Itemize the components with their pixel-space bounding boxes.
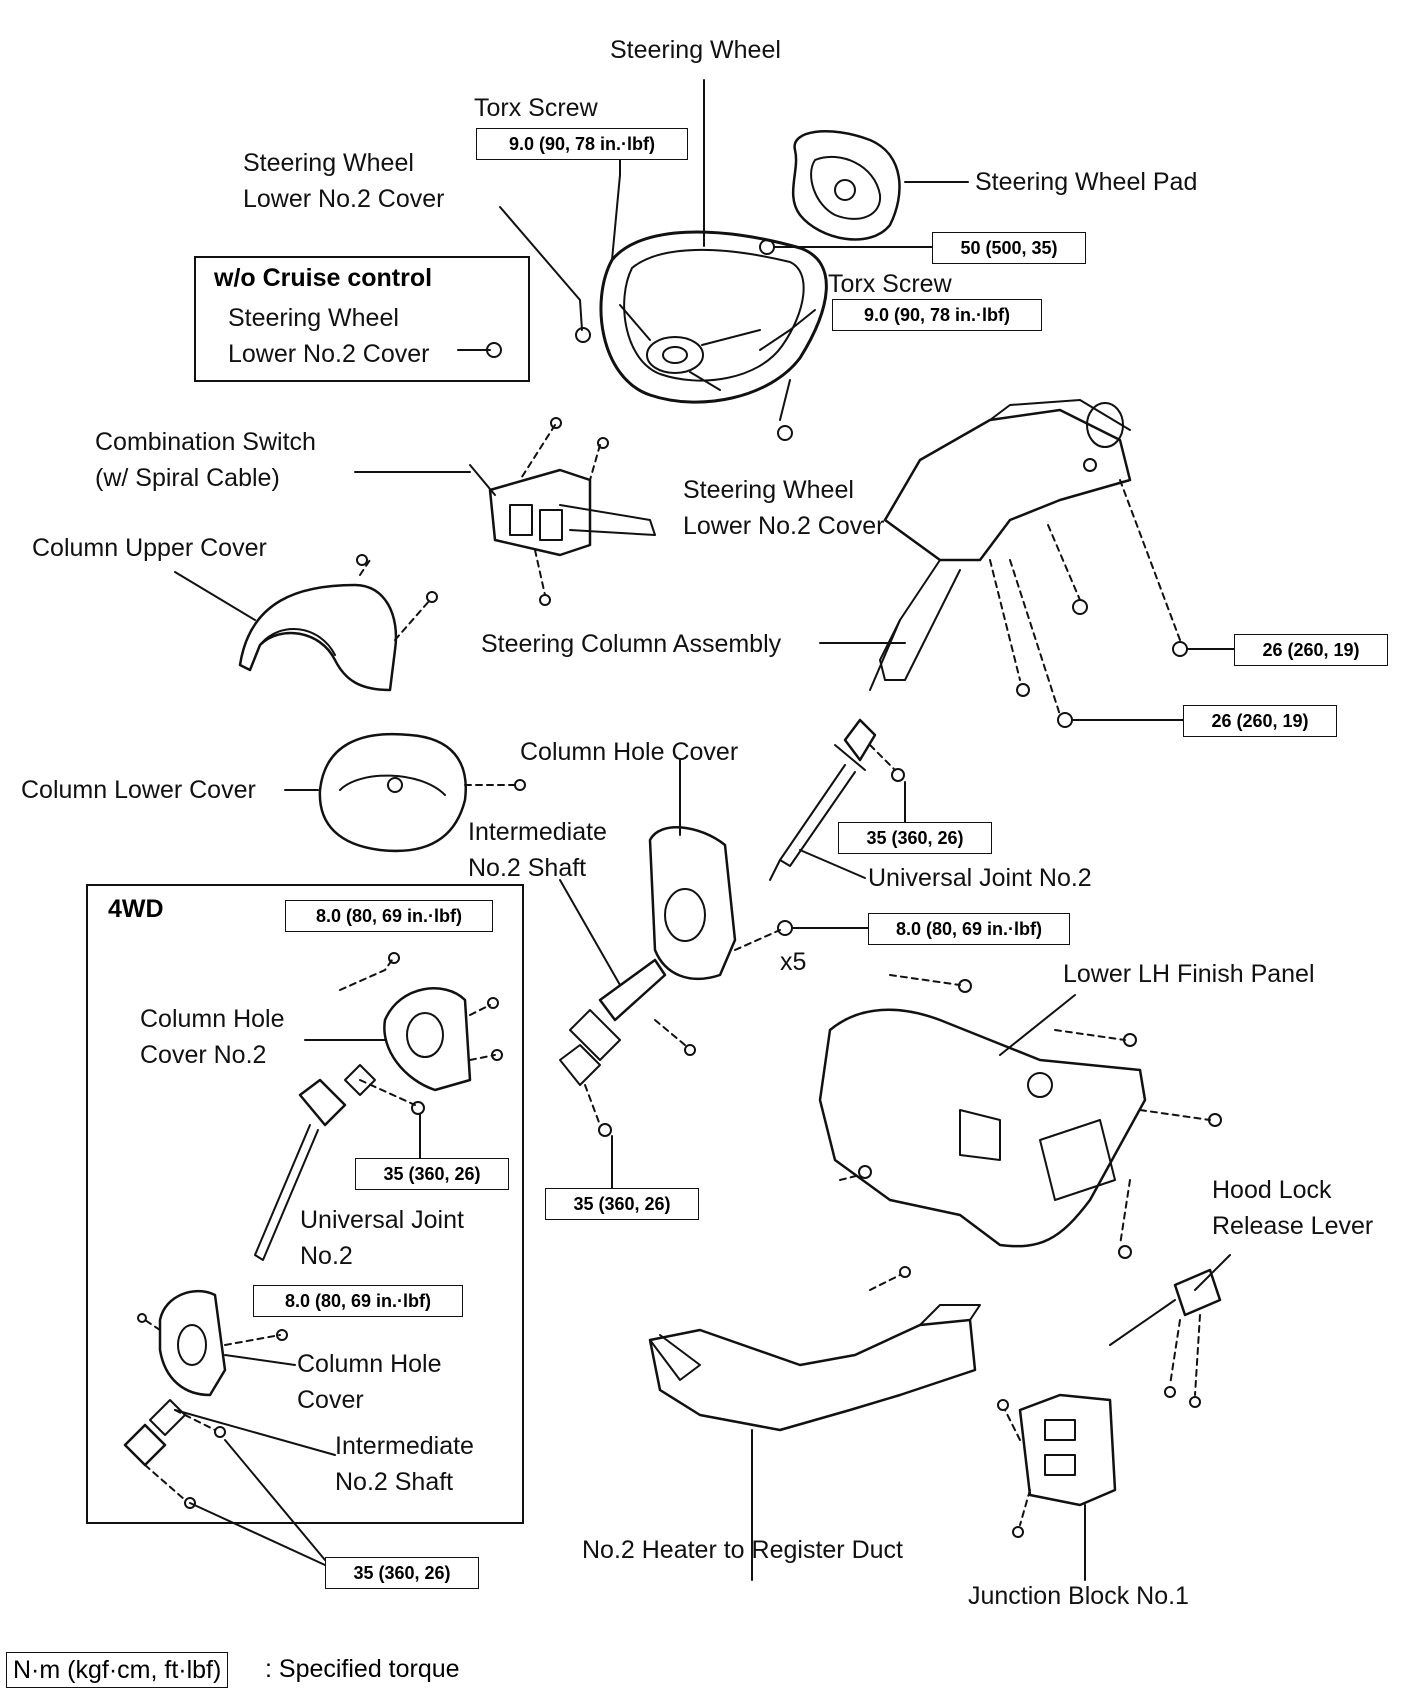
leader-hood-lock [1194, 1254, 1231, 1291]
cruise-inset-title: w/o Cruise control [214, 264, 433, 292]
torque-hole-cover-bolts: 8.0 (80, 69 in.·lbf) [868, 913, 1070, 945]
label-wd-universal-joint: Universal Joint No.2 [300, 1202, 464, 1275]
wd-column-hole-cover-no2-drawing [383, 987, 472, 1092]
label-swl-cover-right: Steering Wheel Lower No.2 Cover [683, 472, 884, 545]
label-wd-universal-joint-line1: Universal Joint [300, 1206, 464, 1234]
label-hood-lock: Hood Lock Release Lever [1212, 1172, 1373, 1245]
4wd-inset [86, 884, 524, 1524]
wd-universal-joint-drawing [254, 1064, 376, 1261]
label-wd-column-hole-cover-no2: Column Hole Cover No.2 [140, 1001, 285, 1074]
label-swl-cover-top-line1: Steering Wheel [243, 149, 414, 177]
label-wd-intermediate-shaft-line2: No.2 Shaft [335, 1468, 454, 1497]
label-wd-column-hole-cover-line1: Column Hole [297, 1350, 442, 1378]
label-wd-column-hole-cover: Column Hole Cover [297, 1346, 442, 1419]
cruise-inset-label-line1: Steering Wheel [228, 304, 399, 332]
torque-shaft-bolt: 35 (360, 26) [545, 1188, 699, 1220]
label-combination-switch-line1: Combination Switch [95, 428, 316, 456]
label-torx-screw-right: Torx Screw [828, 270, 952, 298]
leader-wd-intermediate-shaft [174, 1409, 336, 1456]
leader-column-upper-cover [174, 571, 256, 621]
label-torx-screw-top: Torx Screw [474, 94, 598, 122]
label-steering-column-assembly: Steering Column Assembly [481, 630, 782, 658]
heater-duct-drawing [648, 1304, 981, 1432]
label-intermediate-shaft-line2: No.2 Shaft [468, 854, 587, 883]
steering-column-assembly-drawing [869, 399, 1132, 691]
junction-block-drawing [1018, 1393, 1117, 1507]
leader-intermediate-shaft [559, 879, 621, 986]
combination-switch-drawing [469, 464, 656, 557]
label-swl-cover-right-line1: Steering Wheel [683, 476, 854, 504]
label-x5: x5 [780, 948, 807, 976]
label-steering-wheel: Steering Wheel [610, 36, 781, 64]
universal-joint-drawing [769, 718, 877, 881]
label-steering-wheel-pad: Steering Wheel Pad [975, 168, 1198, 196]
column-lower-cover-drawing [318, 732, 467, 853]
cruise-inset-label-line2: Lower No.2 Cover [228, 340, 430, 369]
label-wd-universal-joint-line2: No.2 [300, 1242, 353, 1271]
torque-column-nut: 26 (260, 19) [1234, 634, 1388, 666]
label-column-hole-cover: Column Hole Cover [520, 738, 739, 766]
cruise-control-inset [194, 256, 530, 382]
torque-wd-hole-cover-no2: 8.0 (80, 69 in.·lbf) [285, 900, 493, 932]
label-wd-intermediate-shaft: Intermediate No.2 Shaft [335, 1428, 474, 1501]
lower-lh-finish-panel-drawing [818, 1008, 1147, 1248]
pad-nut [759, 239, 775, 255]
torque-wd-shaft-bolts: 35 (360, 26) [325, 1557, 479, 1589]
column-upper-cover-drawing [238, 583, 398, 692]
torque-wd-uj-bolt: 35 (360, 26) [355, 1158, 509, 1190]
label-junction-block: Junction Block No.1 [968, 1582, 1189, 1610]
torque-column-bolt: 26 (260, 19) [1183, 705, 1337, 737]
torque-torx-top: 9.0 (90, 78 in.·lbf) [476, 128, 688, 160]
label-swl-cover-right-line2: Lower No.2 Cover [683, 512, 885, 541]
wd-column-hole-cover-drawing [158, 1289, 227, 1397]
hood-lock-lever-drawing [1109, 1268, 1222, 1346]
label-combination-switch: Combination Switch (w/ Spiral Cable) [95, 424, 316, 497]
torque-wd-hole-cover: 8.0 (80, 69 in.·lbf) [253, 1285, 463, 1317]
label-universal-joint-no2: Universal Joint No.2 [868, 864, 1092, 892]
steering-wheel-pad-drawing [791, 130, 901, 241]
label-lower-lh-finish-panel: Lower LH Finish Panel [1063, 960, 1315, 988]
label-column-lower-cover: Column Lower Cover [21, 776, 256, 804]
label-wd-column-hole-cover-no2-line2: Cover No.2 [140, 1041, 267, 1070]
label-hood-lock-line1: Hood Lock [1212, 1176, 1332, 1204]
label-wd-column-hole-cover-no2-line1: Column Hole [140, 1005, 285, 1033]
label-swl-cover-top: Steering Wheel Lower No.2 Cover [243, 145, 444, 218]
label-wd-intermediate-shaft-line1: Intermediate [335, 1432, 474, 1460]
torque-torx-right: 9.0 (90, 78 in.·lbf) [832, 299, 1042, 331]
label-combination-switch-line2: (w/ Spiral Cable) [95, 464, 280, 493]
leader-universal-joint [799, 849, 866, 879]
legend-text: : Specified torque [265, 1655, 460, 1683]
cruise-inset-label: Steering Wheel Lower No.2 Cover [228, 300, 429, 373]
torque-pad-nut: 50 (500, 35) [932, 232, 1086, 264]
4wd-inset-title: 4WD [108, 895, 164, 923]
torque-uj-bolt: 35 (360, 26) [838, 822, 992, 854]
label-heater-duct: No.2 Heater to Register Duct [582, 1536, 903, 1564]
leader-wd-column-hole-cover [224, 1354, 296, 1366]
label-swl-cover-top-line2: Lower No.2 Cover [243, 185, 445, 214]
label-hood-lock-line2: Release Lever [1212, 1212, 1374, 1241]
steering-wheel-drawing [599, 230, 828, 404]
label-wd-column-hole-cover-line2: Cover [297, 1386, 364, 1415]
leader-lower-lh-finish-panel [999, 994, 1076, 1056]
label-intermediate-shaft: Intermediate No.2 Shaft [468, 814, 607, 887]
legend-unit-box: N·m (kgf·cm, ft·lbf) [6, 1652, 229, 1688]
column-hole-cover-drawing [648, 826, 737, 980]
label-column-upper-cover: Column Upper Cover [32, 534, 267, 562]
label-intermediate-shaft-line1: Intermediate [468, 818, 607, 846]
intermediate-shaft-drawing [559, 958, 667, 1086]
